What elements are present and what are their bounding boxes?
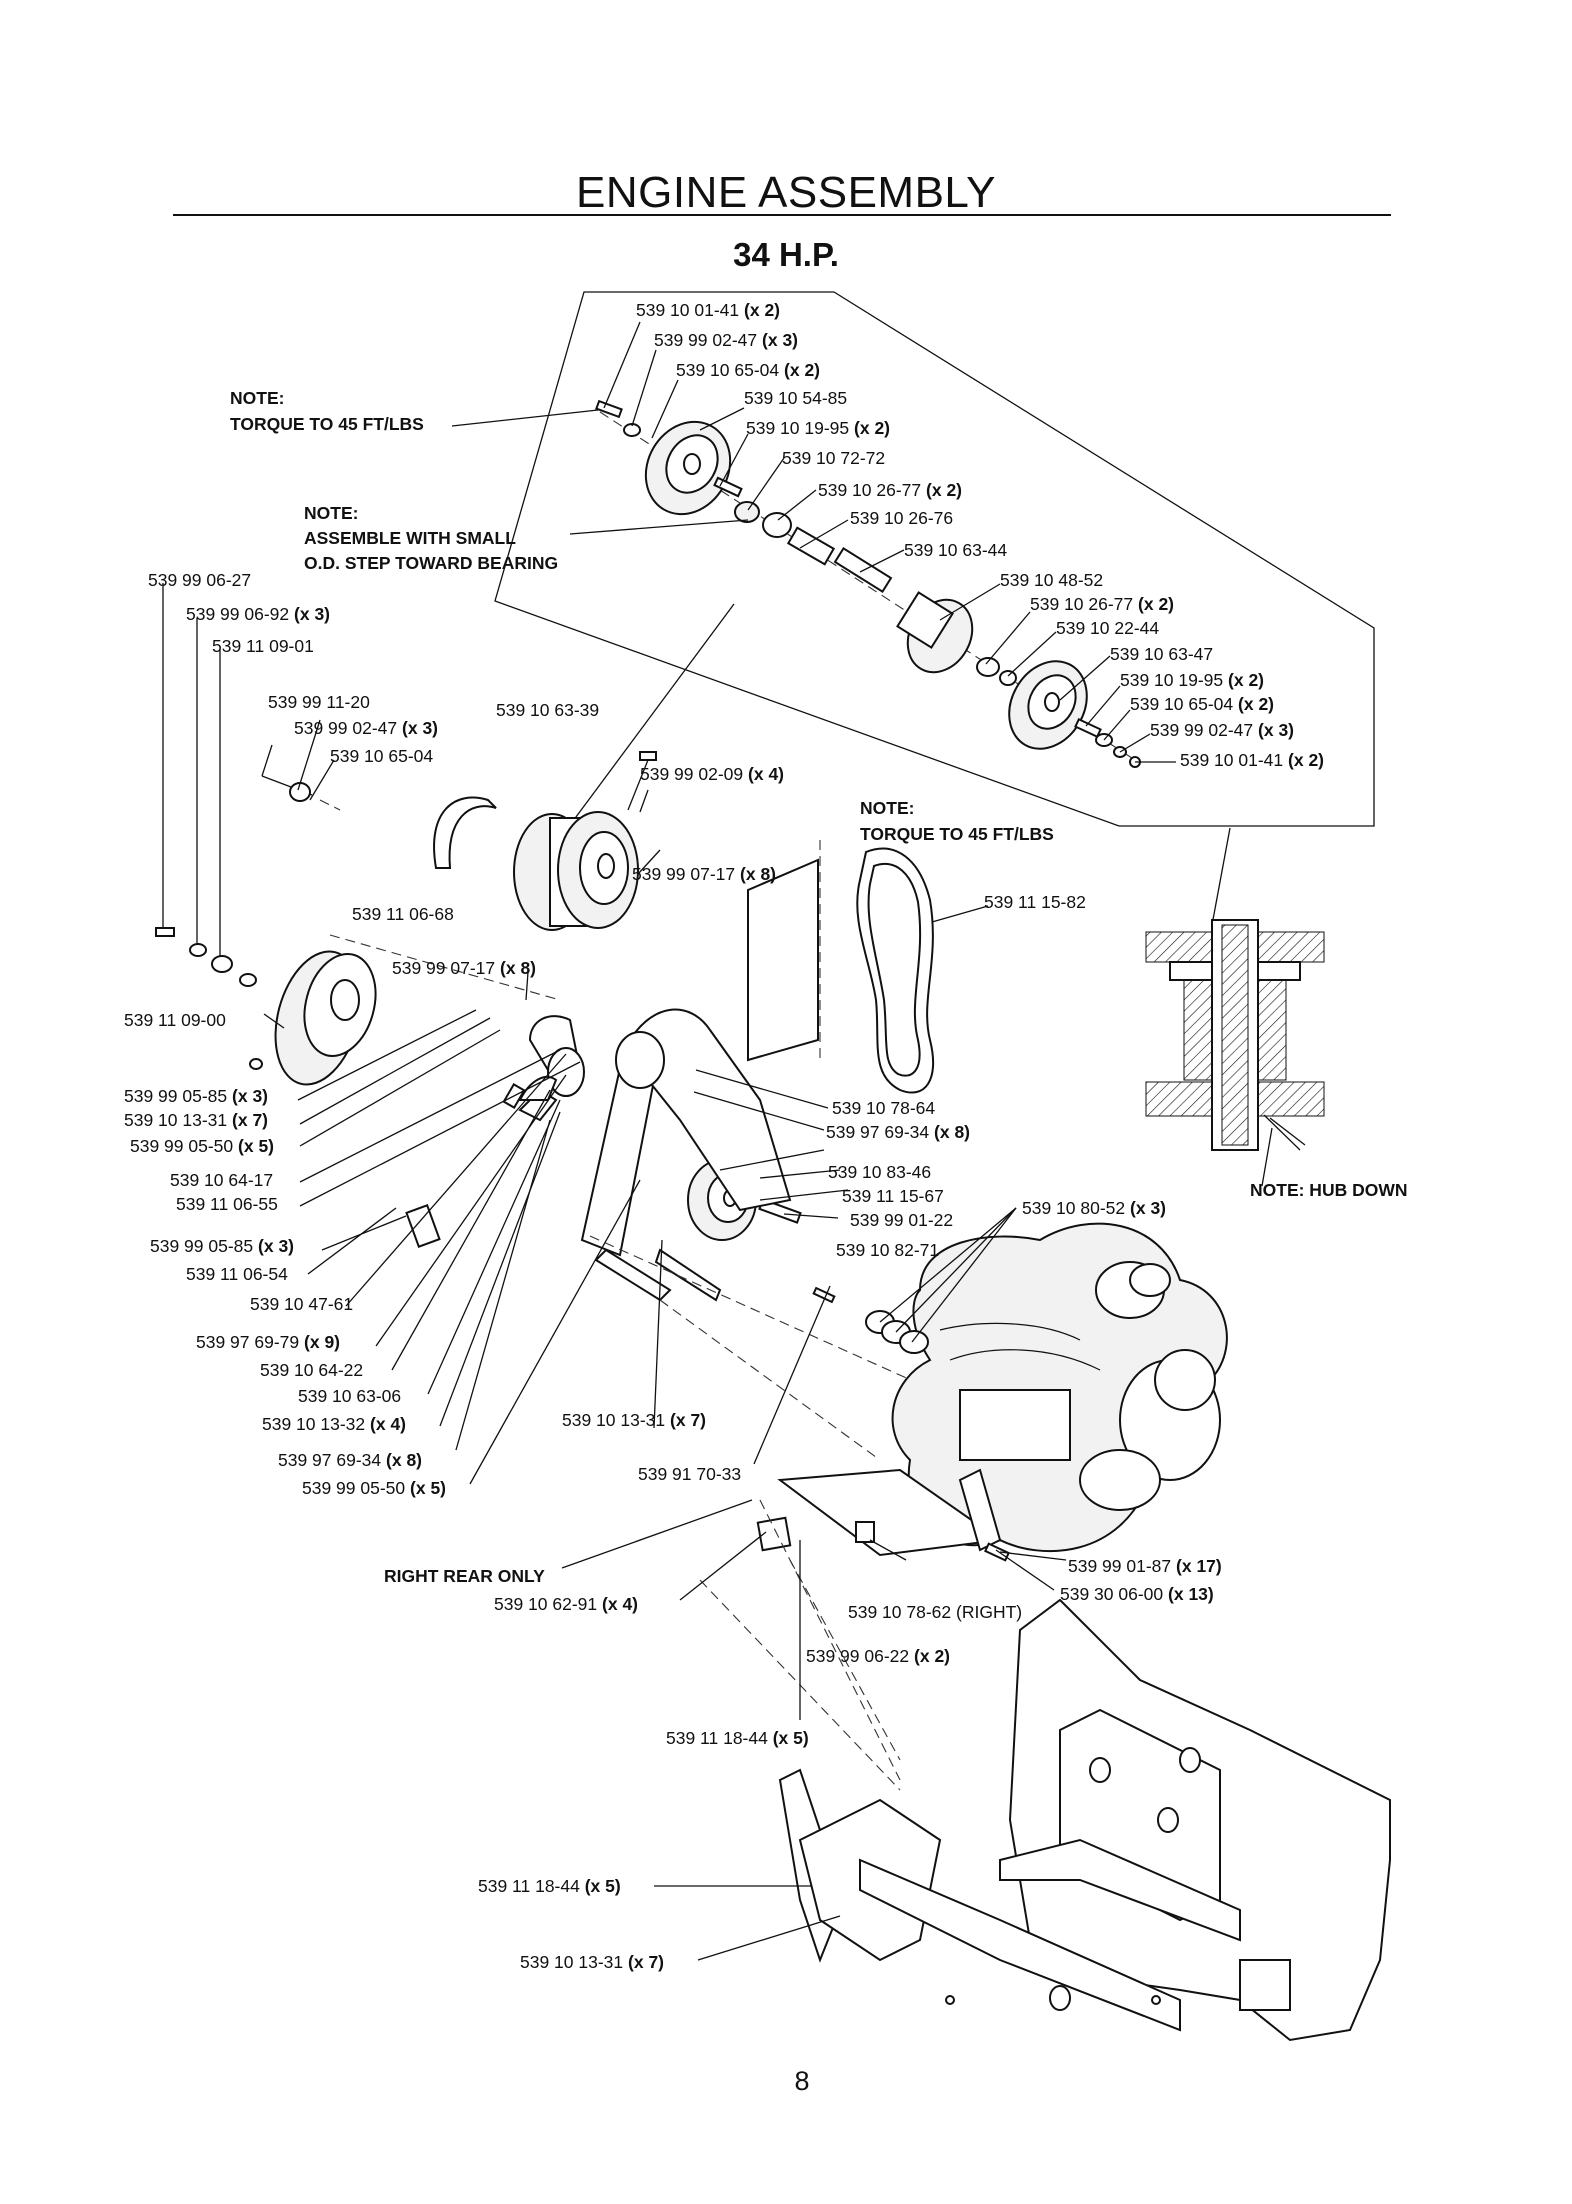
callout-c22: 539 99 02-47 (x 3) — [294, 718, 438, 738]
callout-c39: 539 97 69-79 (x 9) — [196, 1332, 340, 1352]
callout-c26: 539 99 07-17 (x 8) — [632, 864, 776, 884]
callout-c06: 539 10 72-72 — [782, 448, 885, 468]
engine-block — [865, 1222, 1228, 1553]
callout-c51: 539 10 80-52 (x 3) — [1022, 1198, 1166, 1218]
callout-c16: 539 99 02-47 (x 3) — [1150, 720, 1294, 740]
callout-c24: 539 10 63-39 — [496, 700, 599, 720]
frame-leader — [549, 603, 735, 853]
note-hub-down: NOTE: HUB DOWN — [1250, 1180, 1407, 1200]
callout-c57: 539 10 78-62 (RIGHT) — [848, 1602, 1022, 1622]
callout-c60: 539 11 18-44 (x 5) — [478, 1876, 621, 1896]
callout-c55: 539 30 06-00 (x 13) — [1060, 1584, 1214, 1604]
callout-c35: 539 11 06-55 — [176, 1194, 278, 1214]
svg-text:NOTE:: NOTE: — [304, 503, 358, 523]
callout-c53: 539 91 70-33 — [638, 1464, 741, 1484]
spindle-cross-section — [1145, 919, 1325, 1151]
callout-c17: 539 10 01-41 (x 2) — [1180, 750, 1324, 770]
page-subtitle: 34 H.P. — [733, 236, 839, 273]
callout-c50: 539 10 82-71 — [836, 1240, 939, 1260]
callout-c31: 539 99 05-85 (x 3) — [124, 1086, 268, 1106]
callout-c01: 539 10 01-41 (x 2) — [636, 300, 780, 320]
callout-c19: 539 99 06-92 (x 3) — [186, 604, 330, 624]
svg-text:O.D. STEP TOWARD BEARING: O.D. STEP TOWARD BEARING — [304, 553, 558, 573]
callout-c45: 539 10 78-64 — [832, 1098, 935, 1118]
engine-pulley — [513, 751, 657, 931]
svg-text:TORQUE TO 45 FT/LBS: TORQUE TO 45 FT/LBS — [860, 824, 1054, 844]
svg-text:NOTE:: NOTE: — [230, 388, 284, 408]
drive-belts — [433, 796, 935, 1094]
callout-c38: 539 10 47-61 — [250, 1294, 353, 1314]
callout-c42: 539 10 13-32 (x 4) — [262, 1414, 406, 1434]
callout-c29: 539 99 07-17 (x 8) — [392, 958, 536, 978]
callout-c23: 539 10 65-04 — [330, 746, 433, 766]
callout-c28: 539 11 06-68 — [352, 904, 454, 924]
callout-c12: 539 10 22-44 — [1056, 618, 1159, 638]
callout-c34: 539 10 64-17 — [170, 1170, 273, 1190]
svg-text:TORQUE TO 45 FT/LBS: TORQUE TO 45 FT/LBS — [230, 414, 424, 434]
brackets — [329, 840, 1001, 1421]
callout-c52: 539 10 13-31 (x 7) — [562, 1410, 706, 1430]
chassis-frame — [699, 1499, 1391, 2042]
callout-c58: 539 99 06-22 (x 2) — [806, 1646, 950, 1666]
callout-c46: 539 97 69-34 (x 8) — [826, 1122, 970, 1142]
callout-frame — [494, 291, 1375, 827]
callout-c47: 539 10 83-46 — [828, 1162, 931, 1182]
callout-c37: 539 11 06-54 — [186, 1264, 288, 1284]
page-title: ENGINE ASSEMBLY — [576, 168, 996, 217]
callout-c18: 539 99 06-27 — [148, 570, 251, 590]
callout-c48: 539 11 15-67 — [842, 1186, 944, 1206]
callout-c04: 539 10 54-85 — [744, 388, 847, 408]
engine-mounts — [659, 1286, 1010, 1761]
callout-c15: 539 10 65-04 (x 2) — [1130, 694, 1274, 714]
frame-leader-right — [1211, 827, 1231, 926]
callout-c36: 539 99 05-85 (x 3) — [150, 1236, 294, 1256]
title-rule — [173, 214, 1391, 216]
callout-c56: 539 10 62-91 (x 4) — [494, 1594, 638, 1614]
callout-c03: 539 10 65-04 (x 2) — [676, 360, 820, 380]
note-right-rear-only: RIGHT REAR ONLY — [384, 1566, 545, 1586]
callout-c27: 539 11 15-82 — [984, 892, 1086, 912]
callout-c09: 539 10 63-44 — [904, 540, 1007, 560]
callout-c61: 539 10 13-31 (x 7) — [520, 1952, 664, 1972]
note-torque-right: NOTE: TORQUE TO 45 FT/LBS — [860, 798, 1054, 844]
callout-c49: 539 99 01-22 — [850, 1210, 953, 1230]
callout-c07: 539 10 26-77 (x 2) — [818, 480, 962, 500]
svg-text:ASSEMBLE WITH SMALL: ASSEMBLE WITH SMALL — [304, 528, 516, 548]
callout-c32: 539 10 13-31 (x 7) — [124, 1110, 268, 1130]
callout-c20: 539 11 09-01 — [212, 636, 314, 656]
part-callouts: 539 10 01-41 (x 2) 539 99 02-47 (x 3) 53… — [124, 300, 1324, 1972]
callout-c14: 539 10 19-95 (x 2) — [1120, 670, 1264, 690]
svg-text:NOTE:: NOTE: — [860, 798, 914, 818]
leader-lines — [261, 321, 1273, 1961]
note-assemble-step: NOTE: ASSEMBLE WITH SMALL O.D. STEP TOWA… — [304, 503, 558, 573]
callout-c41: 539 10 63-06 — [298, 1386, 401, 1406]
callout-c10: 539 10 48-52 — [1000, 570, 1103, 590]
callout-c33: 539 99 05-50 (x 5) — [130, 1136, 274, 1156]
callout-c02: 539 99 02-47 (x 3) — [654, 330, 798, 350]
pulley-assembly-top — [595, 399, 1141, 768]
callout-c05: 539 10 19-95 (x 2) — [746, 418, 890, 438]
callout-c11: 539 10 26-77 (x 2) — [1030, 594, 1174, 614]
callout-c59: 539 11 18-44 (x 5) — [666, 1728, 809, 1748]
callout-c54: 539 99 01-87 (x 17) — [1068, 1556, 1222, 1576]
callout-c40: 539 10 64-22 — [260, 1360, 363, 1380]
callout-c13: 539 10 63-47 — [1110, 644, 1213, 664]
callout-c43: 539 97 69-34 (x 8) — [278, 1450, 422, 1470]
callout-c08: 539 10 26-76 — [850, 508, 953, 528]
note-torque-top: NOTE: TORQUE TO 45 FT/LBS — [230, 388, 424, 434]
page-number: 8 — [794, 2066, 810, 2096]
callout-c25: 539 99 02-09 (x 4) — [640, 764, 784, 784]
callout-c21: 539 99 11-20 — [268, 692, 370, 712]
callout-c44: 539 99 05-50 (x 5) — [302, 1478, 446, 1498]
callout-c30: 539 11 09-00 — [124, 1010, 226, 1030]
clutch-hardware-left — [155, 583, 377, 1086]
